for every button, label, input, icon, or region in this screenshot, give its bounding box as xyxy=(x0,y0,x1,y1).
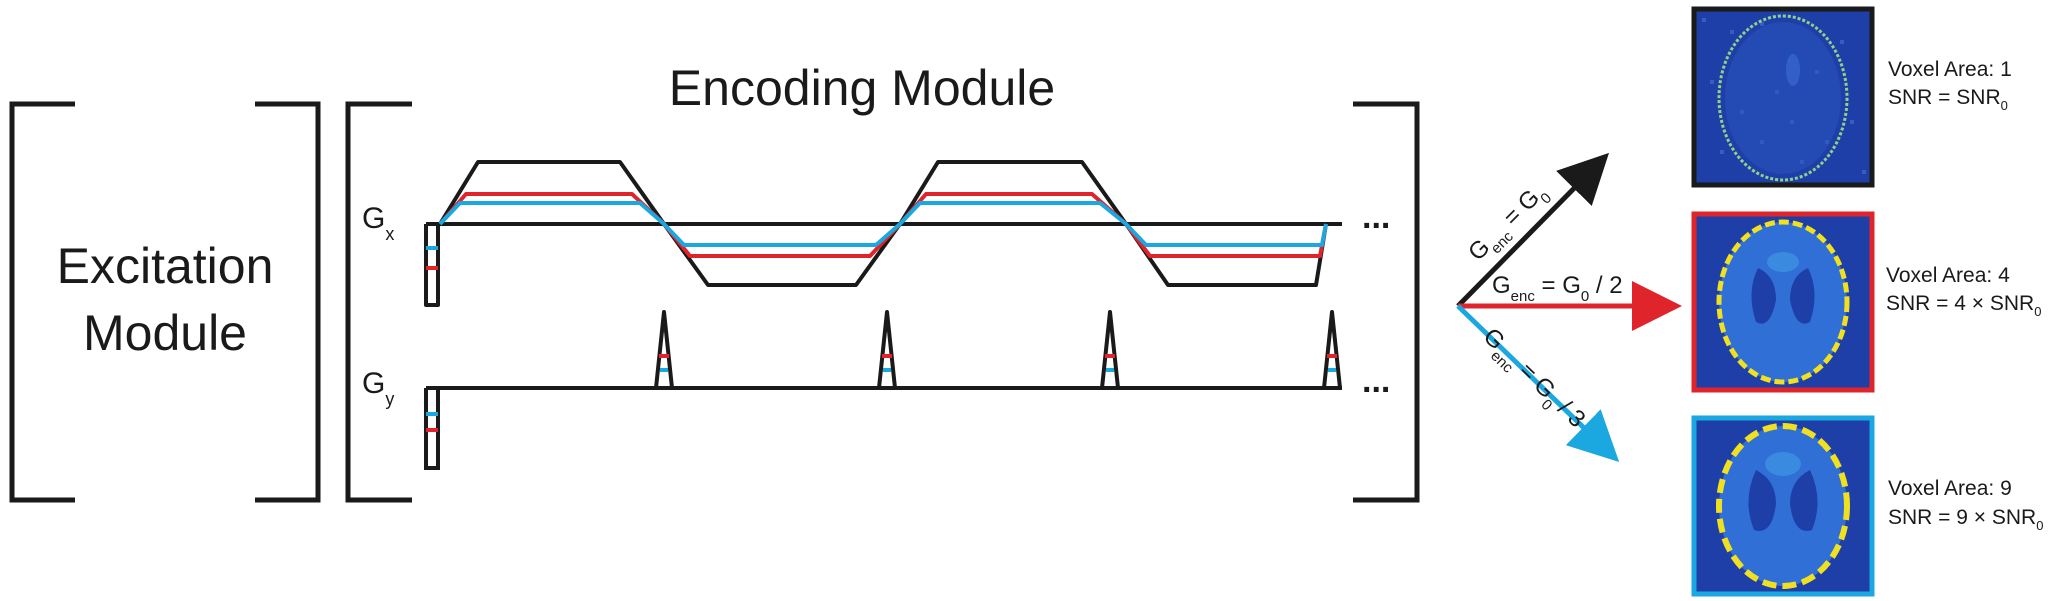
label-g0-third: Genc = G0 / 3 xyxy=(1474,323,1591,437)
encoding-arrows xyxy=(1456,152,1682,462)
gx-ellipsis: ... xyxy=(1362,198,1390,236)
excitation-module xyxy=(9,101,321,503)
gx-prephase-lobe xyxy=(424,224,440,307)
gy-waveform xyxy=(424,310,1342,470)
gy-blip-2 xyxy=(877,310,897,389)
voxel-area-9: Voxel Area: 9 xyxy=(1888,477,2012,500)
excitation-left-bracket xyxy=(9,101,75,503)
gy-blip-1 xyxy=(654,310,674,389)
encoding-title: Encoding Module xyxy=(669,60,1055,116)
gy-label: Gy xyxy=(362,367,394,409)
gx-readout-cyan xyxy=(438,201,1328,247)
snr-4: SNR = 4 × SNR0 xyxy=(1886,292,2041,319)
excitation-right-bracket xyxy=(255,101,321,503)
panel-voxel-4: Voxel Area: 4 SNR = 4 × SNR0 xyxy=(1691,211,2041,393)
snr-1: SNR = SNR0 xyxy=(1888,86,2008,113)
voxel-area-4: Voxel Area: 4 xyxy=(1886,264,2010,287)
gy-blip-3 xyxy=(1100,310,1120,389)
gx-waveform xyxy=(424,160,1342,307)
encoding-left-bracket xyxy=(345,101,412,503)
gy-ellipsis: ... xyxy=(1362,362,1390,400)
panel-voxel-1: Voxel Area: 1 SNR = SNR0 xyxy=(1691,6,2012,188)
snr-9: SNR = 9 × SNR0 xyxy=(1888,506,2043,533)
phantom-outline-3 xyxy=(1716,423,1850,589)
arrow-g0 xyxy=(1456,152,1610,308)
phantom-outline-2 xyxy=(1716,219,1850,385)
excitation-label-line1: Excitation xyxy=(57,238,274,294)
encoding-right-bracket xyxy=(1353,101,1420,503)
arrow-g0-third xyxy=(1456,304,1620,462)
phantom-outline-1 xyxy=(1717,14,1849,182)
label-g0-half: Genc = G0 / 2 xyxy=(1492,272,1623,305)
excitation-label-line2: Module xyxy=(83,305,247,361)
encoding-module xyxy=(345,101,1420,503)
gx-label: Gx xyxy=(362,202,394,244)
panel-voxel-9: Voxel Area: 9 SNR = 9 × SNR0 xyxy=(1691,415,2043,597)
voxel-area-1: Voxel Area: 1 xyxy=(1888,58,2012,81)
gy-blip-4 xyxy=(1322,310,1342,389)
